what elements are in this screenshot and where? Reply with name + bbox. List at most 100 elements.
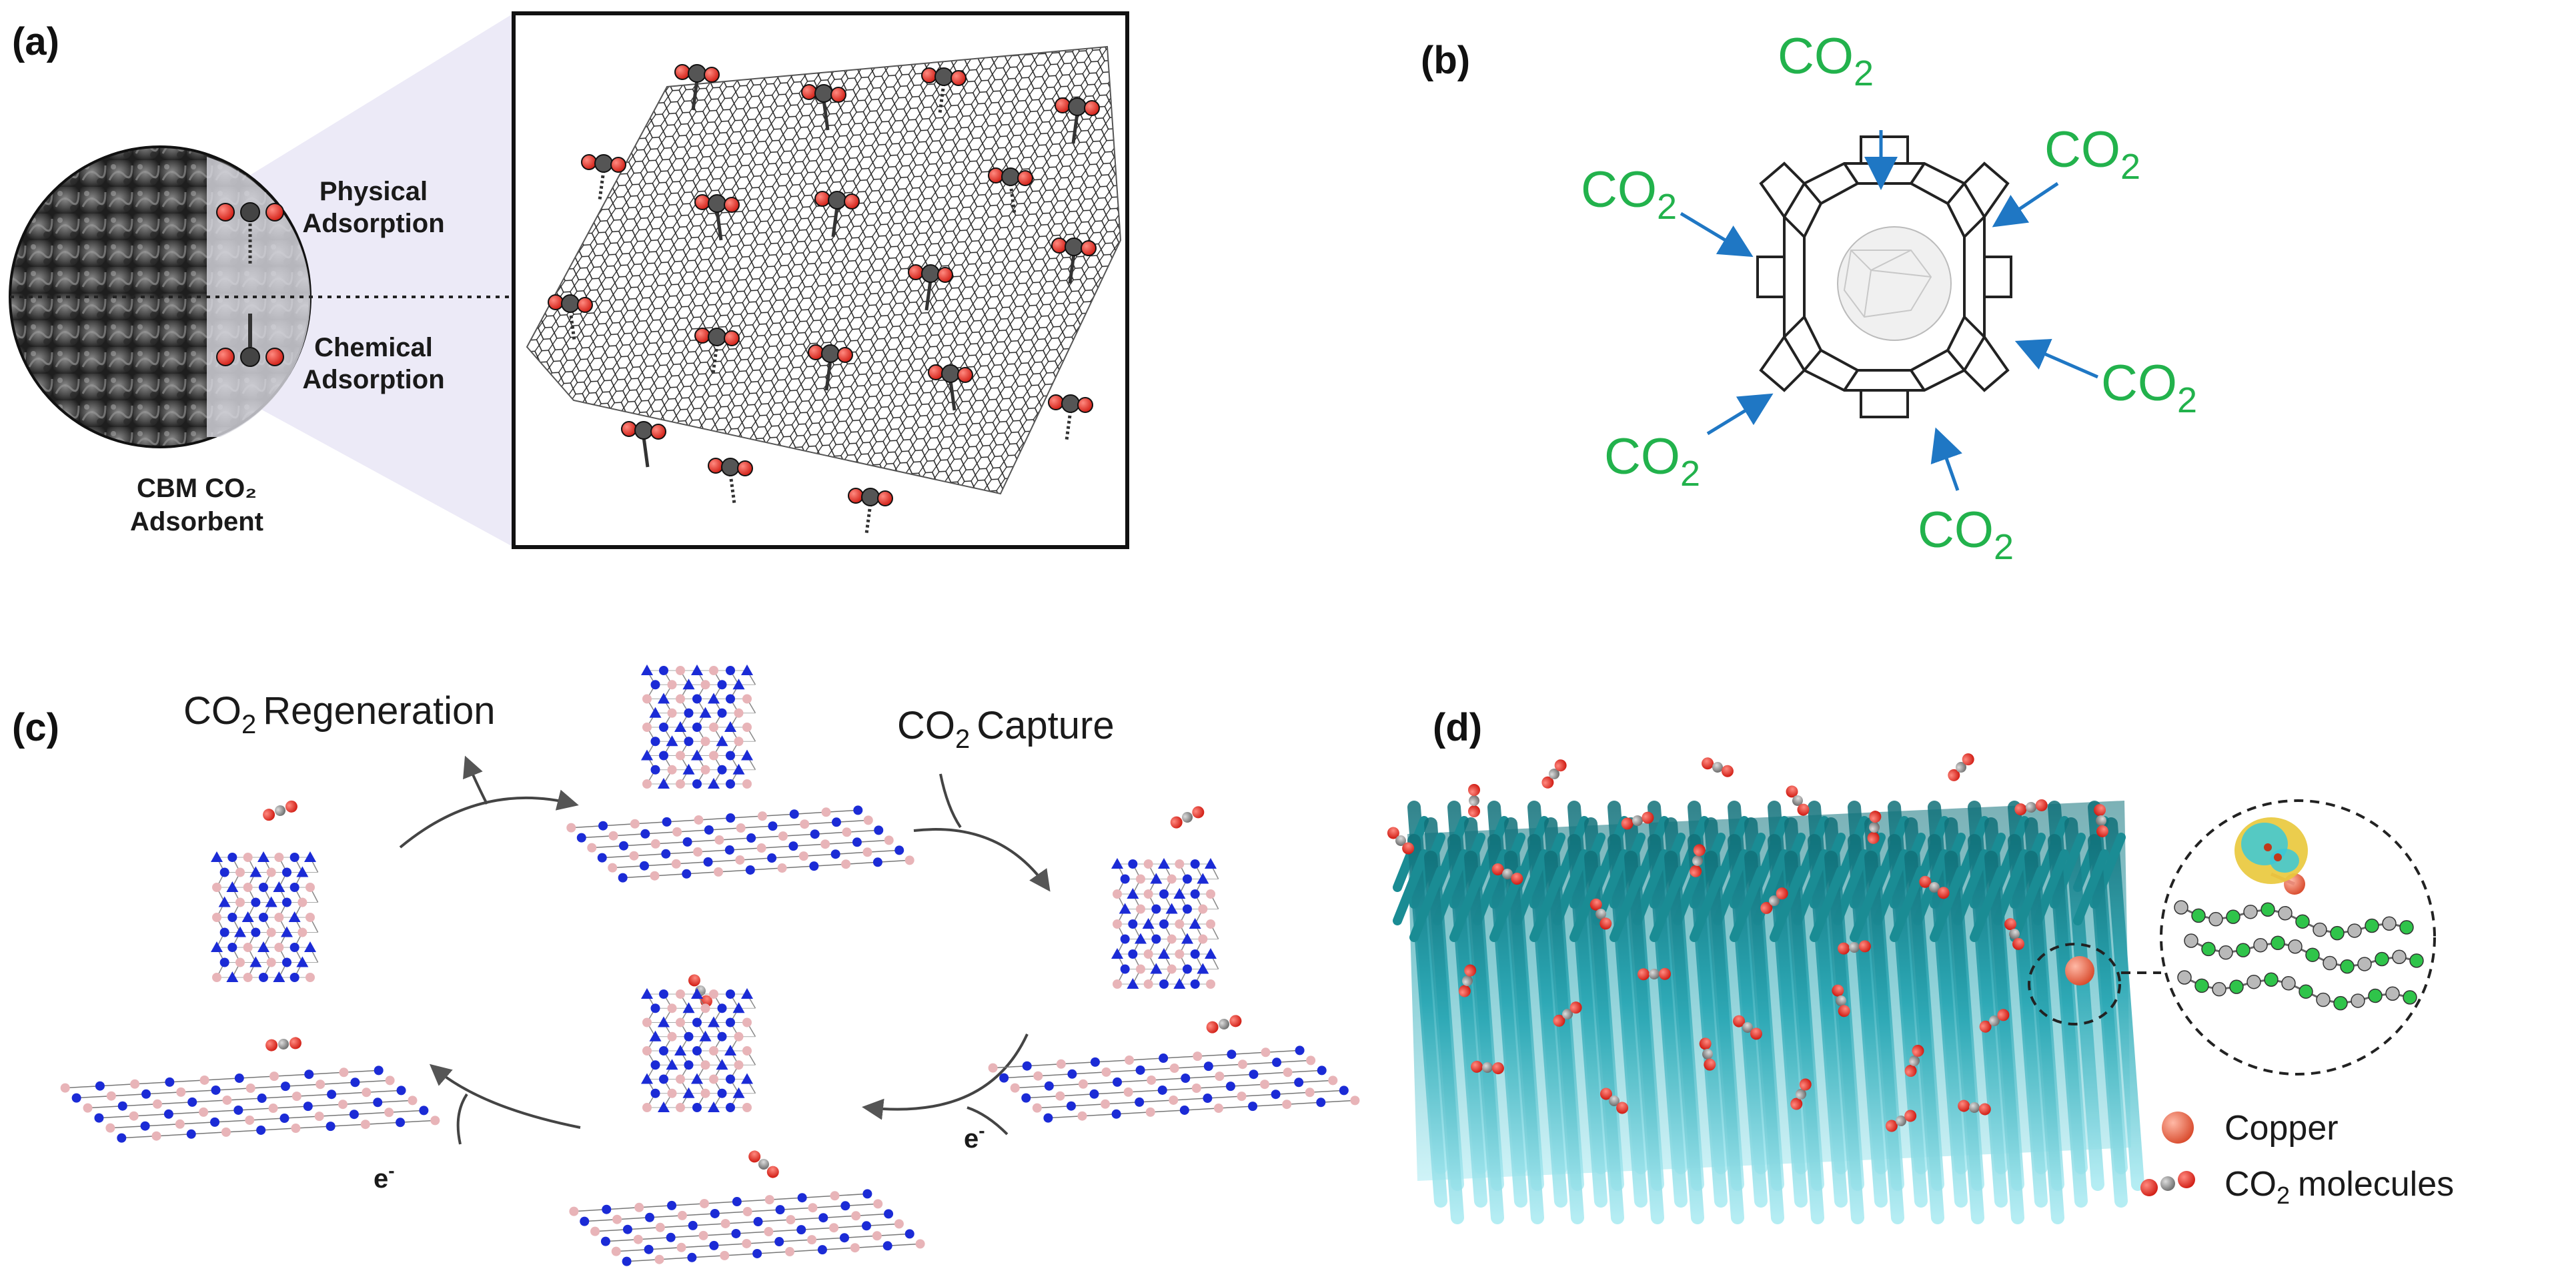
- co2-molecule: [1170, 806, 1205, 829]
- teal-fiber: [1393, 834, 1447, 1208]
- electron-left: e-: [374, 1160, 395, 1194]
- co2-molecule-chemical: [216, 314, 284, 367]
- co2-molecule: [2094, 804, 2108, 837]
- co2-label: CO2: [1581, 161, 1677, 227]
- teal-fiber: [1730, 851, 1784, 1224]
- co2-molecule: [1541, 759, 1567, 789]
- bn-flat-bottom: [569, 1189, 925, 1266]
- panel-a-label: (a): [12, 20, 59, 63]
- teal-fiber: [1609, 851, 1664, 1224]
- zoom-layer-1: [2174, 900, 2414, 941]
- graphene-co2-molecule: [1051, 238, 1097, 284]
- adsorbent-label-1: CBM CO₂: [137, 474, 257, 503]
- co2-molecule: [1904, 1044, 1924, 1078]
- co2-label: CO2: [2101, 355, 2197, 420]
- teal-fiber: [1930, 851, 1984, 1224]
- electron-right: e-: [964, 1120, 985, 1154]
- graphene-co2-molecule: [674, 64, 720, 111]
- co2-arrow: [1706, 393, 1774, 436]
- teal-fiber: [1770, 851, 1824, 1224]
- teal-fiber: [1650, 851, 1704, 1224]
- bn-flat-right: [988, 1045, 1360, 1123]
- co2-label: CO2: [1918, 502, 2014, 567]
- chemical-label-2: Adsorption: [302, 365, 444, 394]
- co2-molecule: [1838, 940, 1871, 955]
- bn-vertical-top: [641, 665, 756, 789]
- bn-vertical-bottom: [641, 988, 756, 1112]
- graphene-co2-molecule: [621, 421, 666, 468]
- co2-molecule: [2004, 918, 2024, 950]
- co2-molecule: [1885, 1110, 1917, 1132]
- bn-vertical-left: [211, 851, 319, 982]
- graphene-co2-molecule: [694, 194, 740, 241]
- zoom-source-ellipse: [2028, 943, 2121, 1025]
- co2-molecule: [1948, 753, 1974, 781]
- teal-fiber: [1970, 851, 2024, 1224]
- co2-molecule: [1206, 1015, 1242, 1033]
- teal-fiber: [1833, 834, 1888, 1208]
- legend-co2-icon: [2140, 1171, 2195, 1196]
- co2-label: CO2: [1778, 28, 1874, 93]
- co2-molecule: [1621, 811, 1654, 830]
- graphene-co2-molecule: [814, 191, 860, 238]
- zeolite-cage: [1756, 135, 2012, 418]
- teal-fiber: [2073, 834, 2128, 1208]
- co2-label: CO2: [1604, 428, 1700, 494]
- co2-molecule: [1638, 967, 1671, 981]
- co2-molecule: [1690, 844, 1706, 877]
- co2-arrow: [1992, 181, 2059, 228]
- graphene-co2-molecule: [921, 67, 967, 114]
- co2-molecule: [1599, 1088, 1629, 1114]
- graphene-co2-molecule: [801, 84, 846, 131]
- zoom-funnel: [220, 13, 514, 547]
- graphene-co2-molecule: [988, 167, 1033, 214]
- adsorbed-co2-molecules: [1387, 753, 2108, 1132]
- teal-fiber: [1810, 851, 1864, 1224]
- teal-fiber: [1713, 834, 1768, 1208]
- arrow-bottom-left: [429, 1063, 581, 1129]
- arrow-electron-branch-right: [967, 1106, 1009, 1136]
- co2-molecule: [1553, 1001, 1582, 1027]
- co2-molecule: [1979, 1009, 2010, 1033]
- co2-molecule: [1471, 1060, 1504, 1075]
- teal-fiber: [1449, 851, 1504, 1224]
- teal-fiber: [1569, 851, 1624, 1224]
- panel-d-label: (d): [1433, 706, 1482, 749]
- physical-label-2: Adsorption: [302, 209, 444, 238]
- graphene-co2-molecule: [1048, 394, 1093, 441]
- co2-molecule: [748, 1150, 779, 1178]
- graphene-co2-molecule: [581, 154, 626, 201]
- teal-fiber: [1433, 834, 1487, 1208]
- co2-molecule: [1387, 827, 1415, 855]
- graphene-co2-molecule: [928, 364, 973, 411]
- teal-fiber: [1513, 834, 1567, 1208]
- panel-a: (a) Physical Adsorption Chemical: [9, 11, 1129, 549]
- physical-label-1: Physical: [319, 177, 428, 206]
- co2-label: CO2: [2044, 121, 2140, 187]
- co2-molecule: [263, 800, 297, 821]
- adsorbent-label-2: Adsorbent: [130, 507, 263, 536]
- zoom-graphene-structure: [2174, 872, 2424, 1011]
- teal-fiber: [2033, 834, 2088, 1208]
- arrow-bottom-right: [862, 1033, 1029, 1120]
- graphene-co2-molecule: [808, 344, 853, 391]
- cycle-arrows: [399, 755, 1051, 1145]
- arrow-top-left: [399, 789, 579, 849]
- co2-molecule: [1458, 964, 1477, 997]
- bn-vertical-right: [1111, 858, 1219, 989]
- bn-structures: [60, 665, 1360, 1266]
- graphene-co2-molecule: [848, 488, 893, 534]
- co2-molecule: [2014, 799, 2048, 816]
- teal-fiber: [1850, 851, 1904, 1224]
- arrow-top-right: [913, 828, 1051, 892]
- arrow-capture-branch: [939, 773, 962, 829]
- charge-density-blob: [2234, 817, 2308, 884]
- arrow-electron-branch-left: [456, 1093, 468, 1145]
- co2-molecule: [1958, 1100, 1991, 1116]
